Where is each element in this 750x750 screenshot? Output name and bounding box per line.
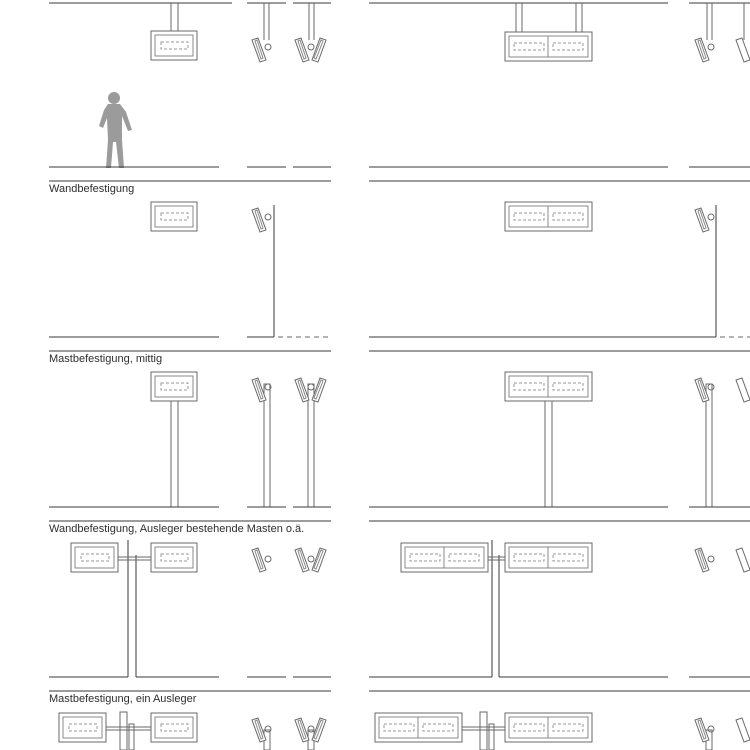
side-view-mast-boom-single — [251, 717, 272, 750]
sign-large-wall — [504, 201, 593, 232]
side-view-mast-boom-double — [294, 717, 327, 750]
sign-large-suspended — [504, 3, 593, 62]
caption-wall-boom: Wandbefestigung, Ausleger bestehende Mas… — [49, 523, 304, 535]
side-view-wall-small — [251, 205, 275, 337]
section-mast-boom: Mastbefestigung, ein Ausleger — [49, 690, 750, 750]
side-view-wall-large — [694, 205, 717, 337]
side-view-wall-boom-right — [694, 547, 750, 573]
caption-mast-boom: Mastbefestigung, ein Ausleger — [49, 693, 197, 705]
side-view-mast-single — [251, 377, 272, 508]
side-view-wall-boom-double — [294, 547, 327, 573]
side-view-right-suspended — [694, 3, 750, 63]
side-view-mast-right — [694, 377, 750, 508]
section-wall-boom: Wandbefestigung, Ausleger bestehende Mas… — [49, 520, 750, 678]
section-mast-center: Mastbefestigung, mittig — [49, 350, 750, 508]
section-wall-mounting: Wandbefestigung — [49, 180, 750, 338]
sign-small-wall-boom — [70, 540, 198, 677]
sign-small-mast — [150, 371, 198, 508]
section-suspended — [49, 2, 750, 168]
caption-wall-mounting: Wandbefestigung — [49, 183, 134, 195]
sign-small-mast-boom — [58, 711, 198, 750]
sign-small-wall — [150, 201, 198, 232]
caption-mast-center: Mastbefestigung, mittig — [49, 353, 162, 365]
sign-large-mast — [504, 371, 593, 508]
sign-large-wall-boom — [400, 540, 593, 677]
person-scale-figure — [99, 92, 132, 168]
side-view-double-suspended — [294, 3, 327, 63]
side-view-small-suspended — [251, 3, 272, 63]
side-view-mast-boom-right — [694, 717, 750, 750]
sign-large-mast-boom — [374, 711, 593, 750]
side-view-wall-boom-single — [251, 547, 272, 573]
sign-small-suspended — [150, 3, 198, 61]
side-view-mast-double — [294, 377, 327, 508]
